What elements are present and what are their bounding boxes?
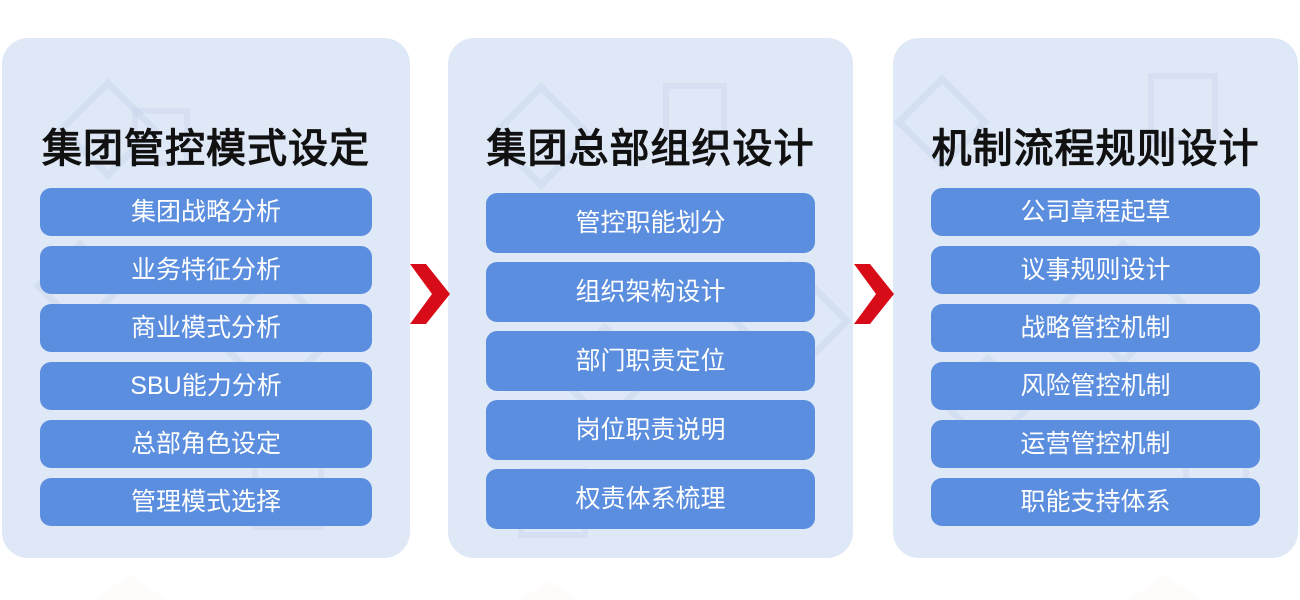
- flow-arrow-1: [409, 263, 451, 325]
- step-item[interactable]: 商业模式分析: [40, 304, 372, 352]
- stage-panel-3: 机制流程规则设计 公司章程起草 议事规则设计 战略管控机制 风险管控机制 运营管…: [893, 38, 1298, 558]
- step-item[interactable]: 业务特征分析: [40, 246, 372, 294]
- stage-title-3: 机制流程规则设计: [931, 127, 1260, 172]
- step-item[interactable]: 集团战略分析: [40, 188, 372, 236]
- step-item[interactable]: 职能支持体系: [931, 478, 1260, 526]
- chevron-right-arrow-icon: [854, 264, 894, 324]
- step-item[interactable]: 议事规则设计: [931, 246, 1260, 294]
- step-item[interactable]: 战略管控机制: [931, 304, 1260, 352]
- stage-title-2: 集团总部组织设计: [486, 127, 815, 172]
- step-item[interactable]: 管控职能划分: [486, 193, 815, 253]
- step-item[interactable]: 组织架构设计: [486, 262, 815, 322]
- chevron-right-arrow-icon: [410, 264, 450, 324]
- stage-panel-2: 集团总部组织设计 管控职能划分 组织架构设计 部门职责定位 岗位职责说明 权责体…: [448, 38, 853, 558]
- step-item[interactable]: 公司章程起草: [931, 188, 1260, 236]
- step-item[interactable]: 总部角色设定: [40, 420, 372, 468]
- stage-step-list-1: 集团战略分析 业务特征分析 商业模式分析 SBU能力分析 总部角色设定 管理模式…: [40, 188, 372, 526]
- step-item[interactable]: 部门职责定位: [486, 331, 815, 391]
- flow-arrow-2: [853, 263, 895, 325]
- step-item[interactable]: 管理模式选择: [40, 478, 372, 526]
- step-item[interactable]: 权责体系梳理: [486, 469, 815, 529]
- stage-title-1: 集团管控模式设定: [42, 127, 370, 172]
- stage-step-list-2: 管控职能划分 组织架构设计 部门职责定位 岗位职责说明 权责体系梳理: [486, 193, 815, 529]
- step-item[interactable]: 风险管控机制: [931, 362, 1260, 410]
- stage-panel-1: 集团管控模式设定 集团战略分析 业务特征分析 商业模式分析 SBU能力分析 总部…: [2, 38, 410, 558]
- step-item[interactable]: 岗位职责说明: [486, 400, 815, 460]
- step-item[interactable]: SBU能力分析: [40, 362, 372, 410]
- stage-step-list-3: 公司章程起草 议事规则设计 战略管控机制 风险管控机制 运营管控机制 职能支持体…: [931, 188, 1260, 526]
- step-item[interactable]: 运营管控机制: [931, 420, 1260, 468]
